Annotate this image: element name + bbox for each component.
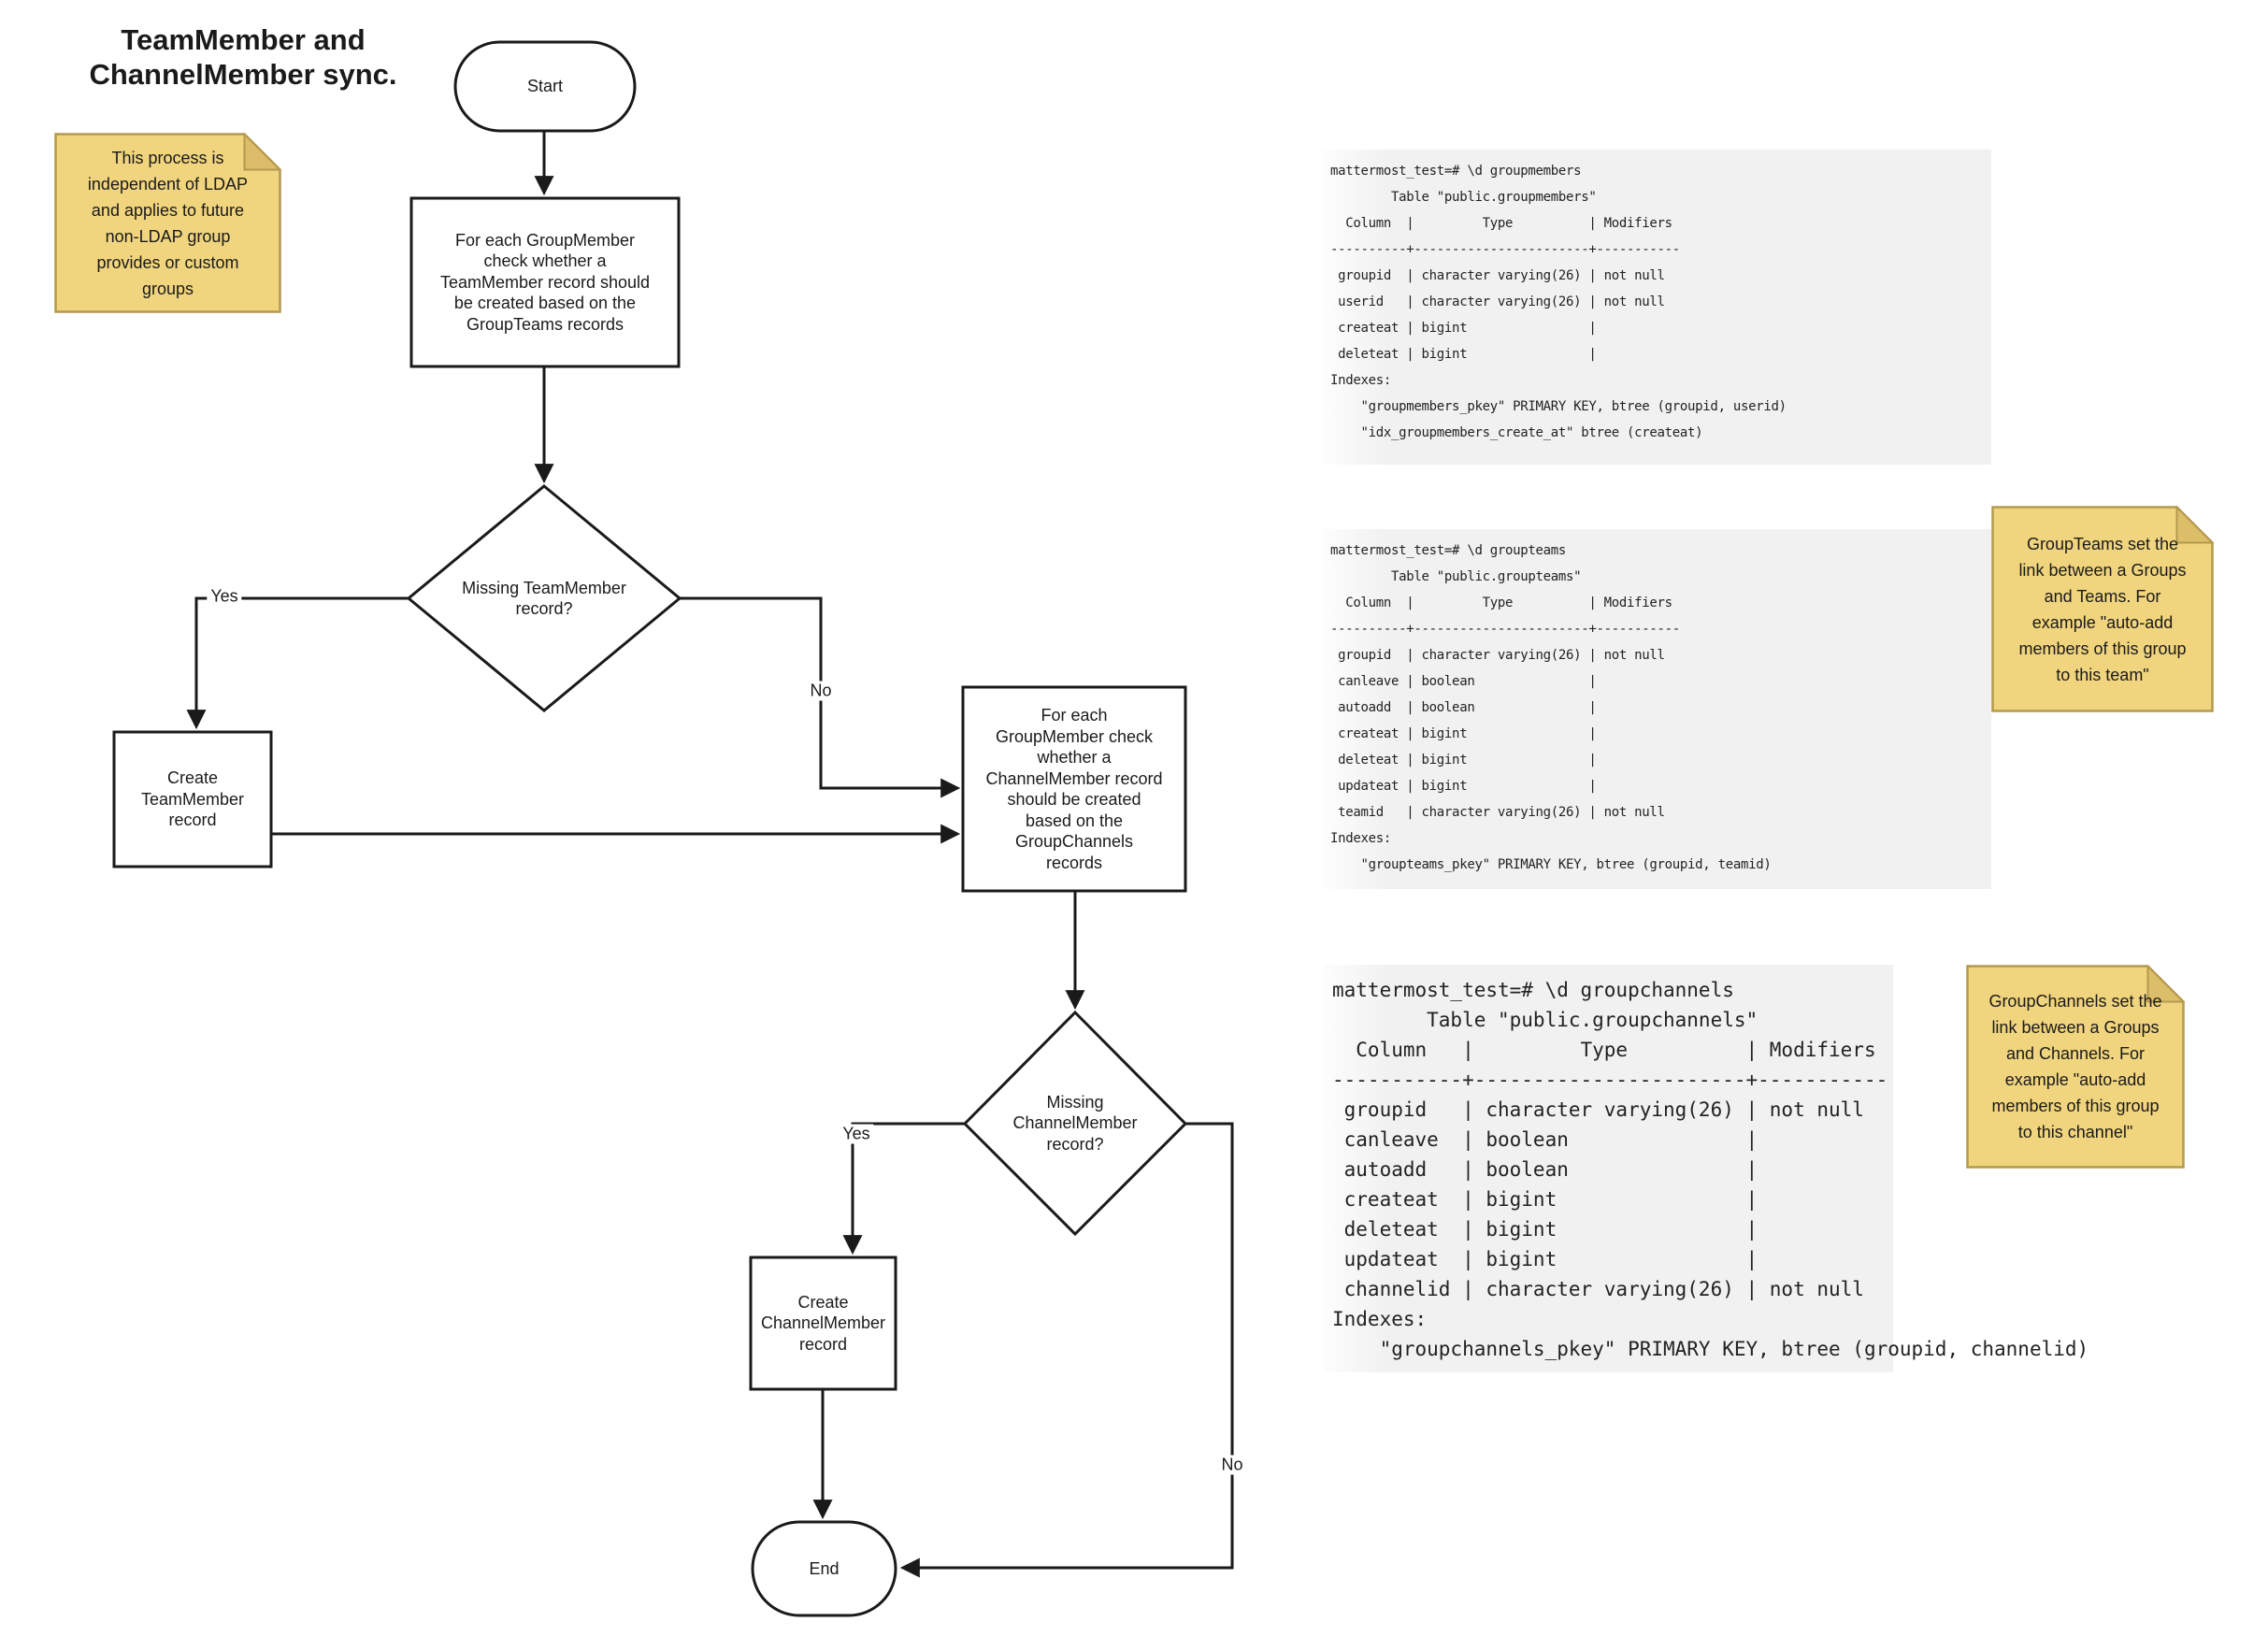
channel-check-process-label: For each GroupMember check whether a Cha… [985, 706, 1163, 872]
channel-check-process-shape [961, 685, 1187, 893]
missing-teammember-decision-label: Missing TeamMember record? [462, 578, 626, 619]
missing-teammember-decision-shape [406, 484, 682, 712]
sticky-note-background [1991, 506, 2214, 712]
create-channelmember-label: Create ChannelMember record [760, 1292, 886, 1354]
sticky-note-groupteams: GroupTeams set the link between a Groups… [1991, 506, 2214, 712]
create-teammember-label: Create TeamMember record [140, 768, 245, 830]
sticky-note-ldap-process: This process is independent of LDAP and … [54, 133, 281, 313]
psql-output-groupmembers: mattermost_test=# \d groupmembers Table … [1323, 150, 1991, 465]
end-node-label: End [809, 1558, 840, 1578]
sticky-note-background [1966, 965, 2185, 1169]
psql-output-groupchannels: mattermost_test=# \d groupchannels Table… [1323, 965, 2089, 1372]
connector-decision-channel-yes [842, 1122, 965, 1256]
missing-channelmember-decision-label: Missing ChannelMember record? [1012, 1092, 1138, 1154]
psql-output-groupteams: mattermost_test=# \d groupteams Table "p… [1323, 529, 1991, 889]
sticky-note-groupchannels: GroupChannels set the link between a Gro… [1966, 965, 2185, 1169]
edge-label-no-team: No [806, 681, 836, 701]
sticky-note-text: GroupChannels set the link between a Gro… [1988, 992, 2162, 1141]
connector-decision-team-yes [186, 596, 409, 730]
page-title: TeamMember and ChannelMember sync. [89, 23, 397, 92]
edge-label-yes-channel: Yes [839, 1124, 874, 1144]
missing-channelmember-decision-shape [962, 1010, 1188, 1237]
sticky-note-text: This process is independent of LDAP and … [87, 148, 249, 298]
team-check-process-label: For each GroupMember check whether a Tea… [439, 230, 651, 334]
create-channelmember-process-shape [749, 1256, 897, 1391]
sticky-note-text: GroupTeams set the link between a Groups… [2018, 534, 2187, 684]
create-teammember-process-shape [112, 730, 273, 868]
edge-label-yes-team: Yes [207, 586, 242, 607]
end-terminator-shape [751, 1520, 897, 1617]
sticky-note-background [54, 133, 281, 313]
start-node-label: Start [526, 77, 563, 96]
start-terminator-shape [453, 40, 637, 133]
edge-label-no-channel: No [1217, 1455, 1247, 1475]
connector-decision-channel-no-to-end [899, 1122, 1234, 1578]
team-check-process-shape [409, 196, 681, 368]
